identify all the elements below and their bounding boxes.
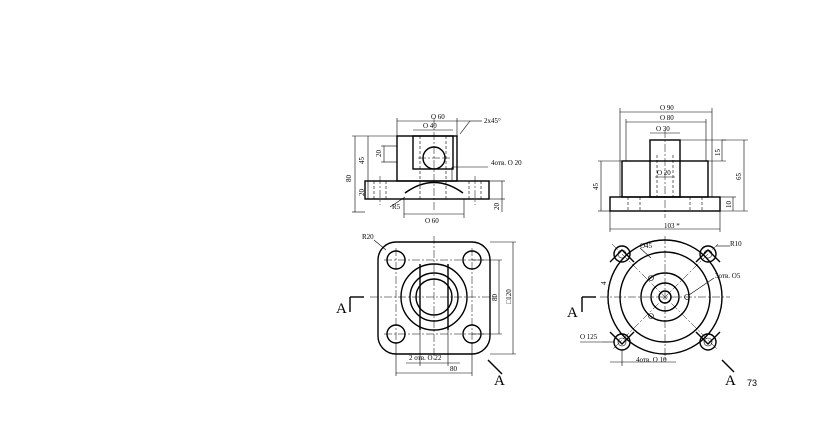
holes-d22: 2 отв. О 22 (409, 354, 442, 362)
dim-120-right: □120 (505, 289, 513, 304)
dim-65: 65 (735, 173, 743, 181)
section-label-right-bottom: A (725, 373, 736, 389)
dim-r5: R5 (392, 203, 401, 211)
dim-15: 15 (714, 149, 722, 157)
dim-d30: О 30 (656, 125, 670, 133)
dim-20-base: 20 (358, 189, 366, 197)
holes-d5: 3отв. О5 (715, 272, 741, 280)
dim-80-right: 80 (491, 294, 499, 302)
dim-45-height: 45 (358, 157, 366, 165)
dim-d40: О 40 (423, 122, 437, 130)
dim-80-bottom: 80 (450, 365, 458, 373)
dim-r10: R10 (730, 240, 742, 248)
dim-20-step: 20 (375, 150, 383, 158)
page-number: 73 (747, 378, 757, 388)
holes-note: 4отв. О 20 (491, 159, 522, 167)
left-top-view: A A R20 80 □120 2 отв. О 22 80 (336, 233, 516, 389)
dim-45-left: 45 (592, 183, 600, 191)
section-label-left: A (336, 301, 347, 317)
dim-d60-top: О 60 (431, 113, 445, 121)
left-front-view: О 60 О 40 2х45° 4отв. О 20 80 45 20 20 2… (345, 113, 522, 225)
dim-r20: R20 (362, 233, 374, 241)
section-label-right: A (567, 305, 578, 321)
dim-d60-bottom: О 60 (425, 217, 439, 225)
dim-d90: О 90 (660, 104, 674, 112)
dim-80-height: 80 (345, 175, 353, 183)
right-top-view: A A О45 R10 3отв. О5 4 О 125 4отв. О 10 (567, 236, 742, 389)
chamfer-note: 2х45° (484, 117, 501, 125)
dim-103: 103 * (664, 222, 680, 230)
dim-d20: О 20 (657, 169, 671, 177)
dim-10: 10 (725, 201, 733, 209)
holes-d10: 4отв. О 10 (636, 356, 667, 364)
right-front-view: О 90 О 80 О 30 О 20 15 65 10 45 103 * (592, 104, 748, 232)
dim-20-flange: 20 (493, 203, 501, 211)
dim-d80: О 80 (660, 114, 674, 122)
dim-4: 4 (600, 281, 608, 285)
dim-d45: О45 (640, 242, 653, 250)
section-label-left-bottom: A (494, 373, 505, 389)
dim-d125: О 125 (580, 333, 598, 341)
